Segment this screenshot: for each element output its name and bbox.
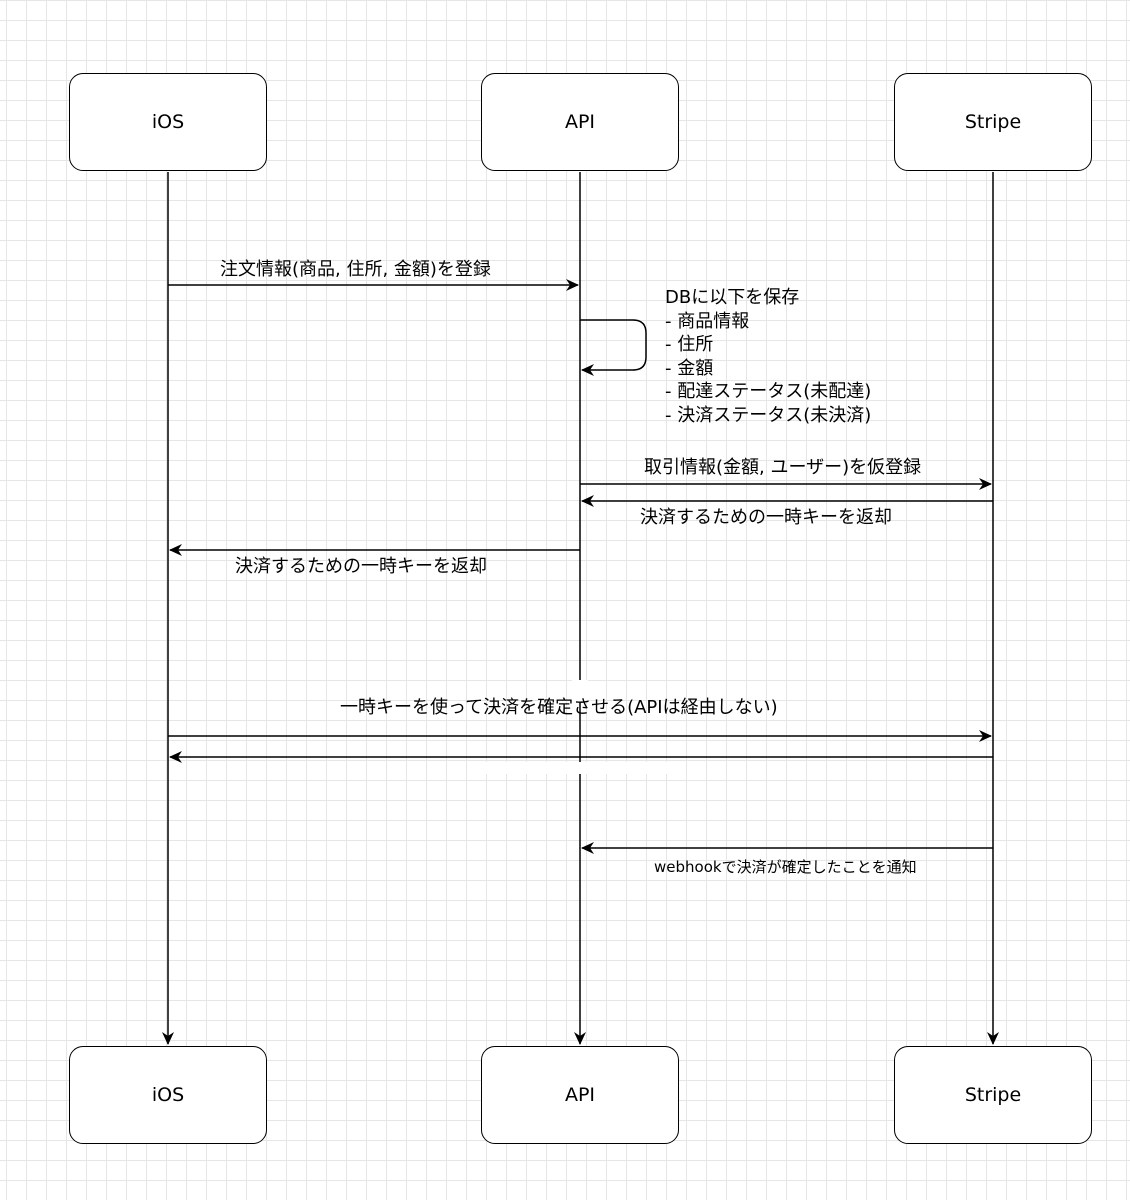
message-label-return-key-api: 決済するための一時キーを返却 [235, 556, 487, 577]
api-lifeline-gap [572, 680, 588, 702]
note-line: - 配達ステータス(未配達) [665, 381, 872, 402]
participant-box-api-bottom: API [481, 1046, 679, 1144]
participant-box-ios-bottom: iOS [69, 1046, 267, 1144]
note-line: DBに以下を保存 [665, 287, 800, 308]
note-line: - 決済ステータス(未決済) [665, 404, 872, 426]
participant-label: API [564, 111, 596, 133]
message-label-webhook: webhookで決済が確定したことを通知 [654, 858, 917, 876]
note-line: - 住所 [665, 334, 714, 355]
message-label-provisional-register: 取引情報(金額, ユーザー)を仮登録 [644, 457, 922, 478]
participant-label: Stripe [964, 111, 1022, 133]
api-lifeline-gap-2 [482, 762, 680, 774]
participant-label: Stripe [964, 1084, 1022, 1106]
participant-box-stripe-bottom: Stripe [894, 1046, 1092, 1144]
message-label-confirm-payment: 一時キーを使って決済を確定させる(APIは経由しない) [340, 697, 778, 718]
message-label-return-key-stripe: 決済するための一時キーを返却 [640, 507, 892, 528]
participant-label: iOS [151, 111, 185, 133]
participant-label: iOS [151, 1084, 185, 1106]
participant-box-api-top: API [481, 73, 679, 171]
message-label-register-order: 注文情報(商品, 住所, 金額)を登録 [220, 259, 491, 280]
participant-box-ios-top: iOS [69, 73, 267, 171]
participant-label: API [564, 1084, 596, 1106]
participant-box-stripe-top: Stripe [894, 73, 1092, 171]
arrow-api-self-save [580, 319, 647, 376]
note-line: - 商品情報 [665, 310, 750, 332]
db-save-note: DBに以下を保存 - 商品情報 - 住所 - 金額 - 配達ステータス(未配達)… [665, 286, 871, 427]
note-line: - 金額 [665, 357, 714, 379]
